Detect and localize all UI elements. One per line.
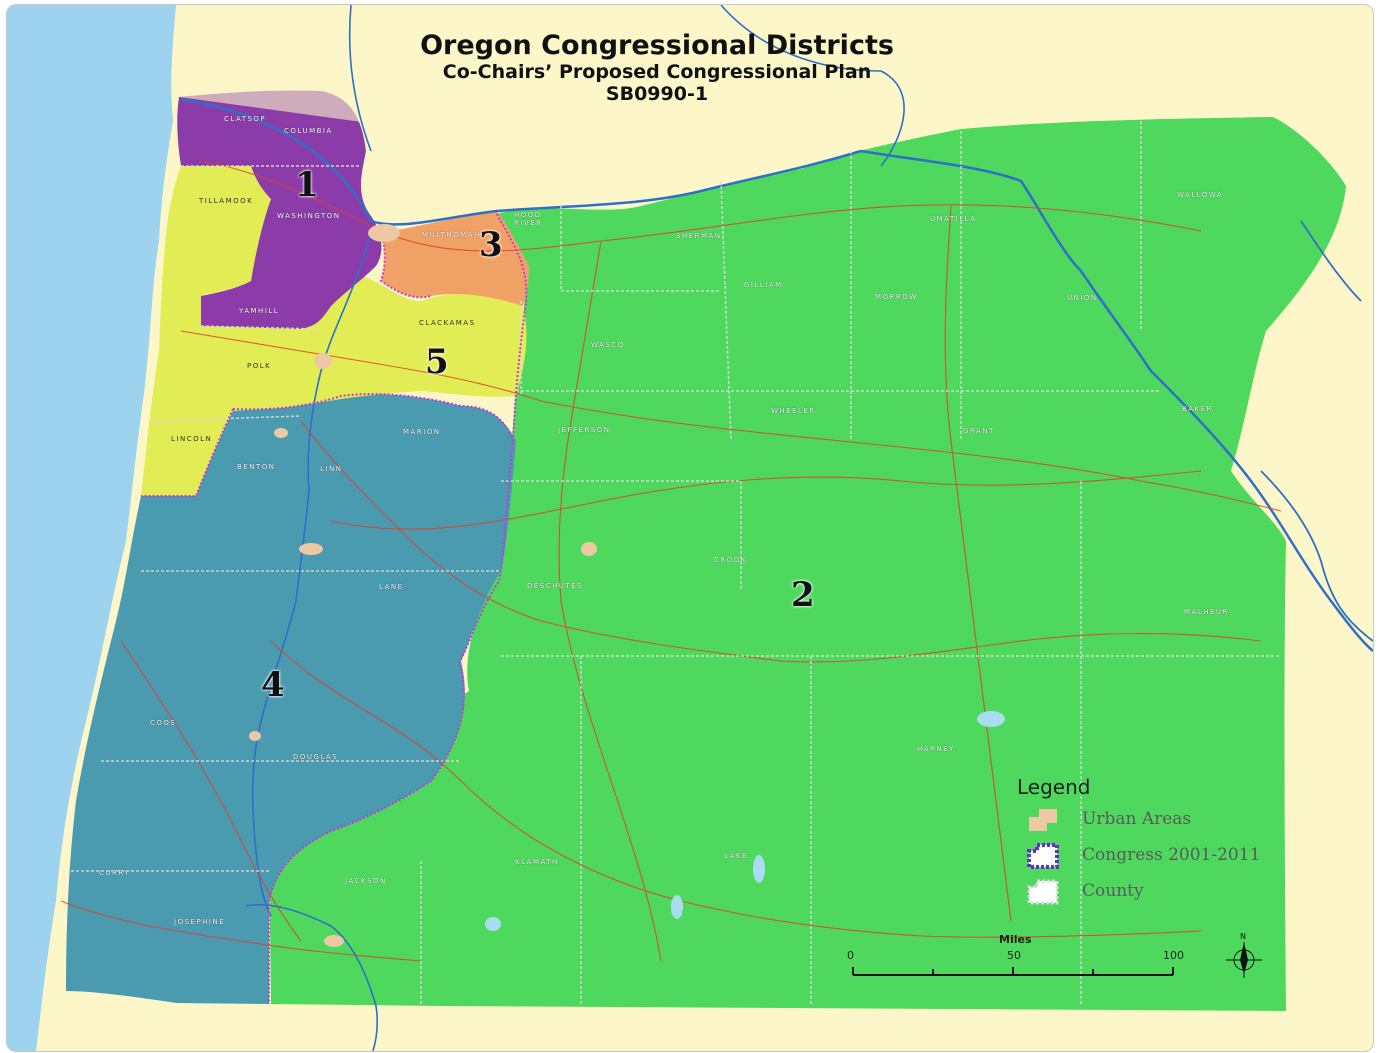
- county-label: CLATSOP: [224, 115, 267, 123]
- county-label: COOS: [150, 719, 177, 727]
- county-label: YAMHILL: [239, 307, 280, 315]
- county-label: LANE: [379, 583, 404, 591]
- county-label: LINN: [320, 465, 343, 473]
- county-label: COLUMBIA: [284, 127, 333, 135]
- legend-label: Urban Areas: [1082, 809, 1192, 829]
- map-canvas: [7, 5, 1373, 1051]
- county-label: WALLOWA: [1177, 191, 1224, 199]
- district-5-region: [141, 166, 527, 496]
- map-title: Oregon Congressional Districts: [420, 30, 894, 61]
- urban-areas: [249, 224, 597, 947]
- map-frame: Oregon Congressional Districts Co-Chairs…: [6, 4, 1374, 1052]
- county-label: DESCHUTES: [527, 582, 584, 590]
- county-label: MULTNOMAH: [422, 231, 481, 239]
- scale-unit: Miles: [999, 933, 1032, 946]
- county-label: WASHINGTON: [277, 212, 341, 220]
- legend-item-urban-areas: Urban Areas: [1015, 799, 1275, 835]
- columbia-river: [180, 97, 1373, 652]
- county-label: TILLAMOOK: [199, 197, 254, 205]
- scale-tick-label: 0: [847, 949, 854, 962]
- district-3-region: [381, 211, 529, 306]
- scale-bar: Miles 0 50 100: [845, 933, 1185, 983]
- legend-item-congress: Congress 2001-2011: [1015, 835, 1275, 871]
- district-4-region: [66, 394, 516, 1005]
- congress-boundary-swatch: [1027, 843, 1059, 869]
- county-boundaries: [71, 121, 1281, 1006]
- county-label: LAKE: [724, 852, 748, 860]
- county-boundary-swatch: [1027, 879, 1059, 905]
- urban-area-swatch: [1029, 809, 1057, 831]
- county-label: LINCOLN: [171, 435, 213, 443]
- legend-label: County: [1082, 881, 1144, 901]
- scale-tick-label: 100: [1163, 949, 1184, 962]
- district-label-1: 1: [295, 165, 319, 205]
- county-label: MORROW: [875, 293, 918, 301]
- county-label: POLK: [247, 362, 272, 370]
- legend: Legend Urban Areas Congress 2001-2011 Co…: [1015, 775, 1275, 907]
- county-label: WASCO: [591, 341, 625, 349]
- county-label: UMATILLA: [930, 215, 977, 223]
- county-label: BENTON: [237, 463, 276, 471]
- county-label: DOUGLAS: [293, 753, 339, 761]
- county-label: WHEELER: [771, 407, 816, 415]
- county-label: JACKSON: [345, 877, 387, 885]
- snake-river: [1260, 220, 1373, 642]
- county-label: BAKER: [1182, 405, 1213, 413]
- county-label: KLAMATH: [515, 858, 559, 866]
- county-label: GRANT: [963, 427, 995, 435]
- county-label: JOSEPHINE: [174, 918, 226, 926]
- north-label: N: [1240, 932, 1246, 941]
- district-label-4: 4: [261, 665, 285, 705]
- county-label: GILLIAM: [744, 281, 783, 289]
- county-label: CURRY: [99, 869, 131, 877]
- scale-line: [852, 967, 1174, 976]
- north-rivers: [348, 5, 905, 167]
- district-label-5: 5: [425, 342, 449, 382]
- district-2-region: [269, 117, 1346, 1011]
- district-label-3: 3: [479, 225, 503, 265]
- county-label: MALHEUR: [1184, 608, 1229, 616]
- legend-item-county: County: [1015, 871, 1275, 907]
- county-label: UNION: [1067, 294, 1098, 302]
- county-label: HARNEY: [917, 745, 955, 753]
- legend-label: Congress 2001-2011: [1082, 845, 1261, 865]
- outside-oregon-land: [179, 81, 851, 165]
- county-label: CROOK: [714, 556, 747, 564]
- district-1-region: [177, 90, 382, 330]
- scale-tick-label: 50: [1007, 949, 1021, 962]
- district-label-2: 2: [791, 575, 815, 615]
- county-label: HOOD RIVER: [514, 211, 543, 227]
- county-label: CLACKAMAS: [419, 319, 476, 327]
- map-bill-id: SB0990-1: [605, 83, 709, 105]
- legend-title: Legend: [1017, 775, 1091, 799]
- map-subtitle: Co-Chairs’ Proposed Congressional Plan: [442, 61, 872, 83]
- map-title-block: Oregon Congressional Districts Co-Chairs…: [347, 30, 967, 106]
- lakes: [485, 711, 1005, 931]
- county-label: MARION: [403, 428, 441, 436]
- north-arrow-icon: N: [1222, 930, 1266, 987]
- rogue-river: [245, 903, 379, 1051]
- county-label: SHERMAN: [676, 232, 722, 240]
- county-label: JEFFERSON: [558, 426, 611, 434]
- congress-2001-2011-boundary: [141, 213, 528, 1004]
- pacific-ocean: [7, 5, 176, 1051]
